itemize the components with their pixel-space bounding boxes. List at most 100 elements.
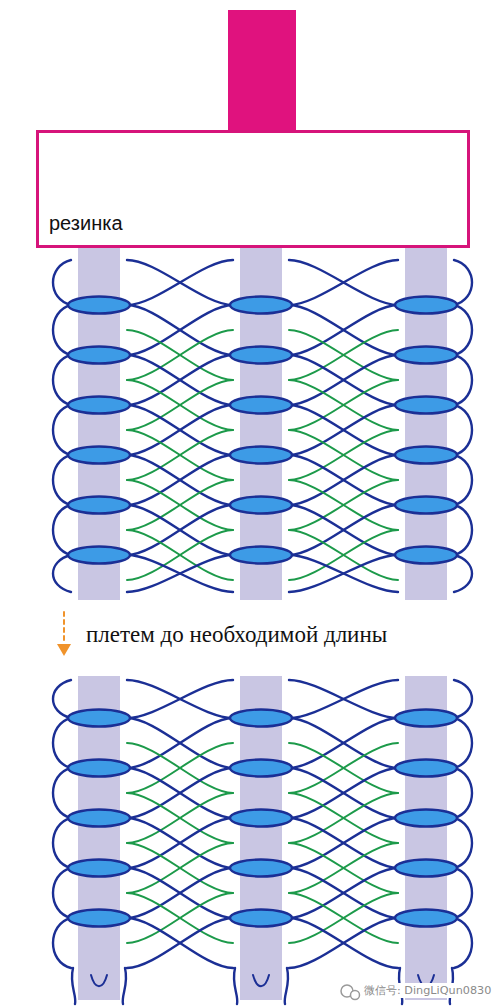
knot xyxy=(395,810,457,827)
knot xyxy=(395,710,457,727)
watermark: 微信号: DingLiQun0830 xyxy=(364,983,491,998)
green-strand xyxy=(289,380,398,430)
green-strand xyxy=(127,893,233,943)
edge-loop xyxy=(454,455,472,505)
knot xyxy=(395,347,457,364)
edge-loop xyxy=(53,555,71,592)
edge-loop xyxy=(53,355,71,405)
crossing-strand xyxy=(127,918,233,968)
crossing-strand xyxy=(289,768,398,818)
knot xyxy=(230,710,292,727)
green-strand xyxy=(289,743,398,793)
edge-loop xyxy=(454,555,472,592)
edge-loop xyxy=(53,818,71,868)
green-strand xyxy=(289,380,398,430)
crossing-strand xyxy=(127,680,233,718)
crossing-strand xyxy=(127,505,233,555)
crossing-strand xyxy=(127,305,233,355)
knot xyxy=(395,297,457,314)
green-strand xyxy=(289,843,398,893)
edge-loop xyxy=(454,260,472,305)
crossing-strand xyxy=(127,505,233,555)
crossing-strand xyxy=(127,455,233,505)
knot xyxy=(395,910,457,927)
green-strand xyxy=(289,893,398,943)
hanging-end xyxy=(234,968,237,1004)
crossing-strand xyxy=(127,718,233,768)
green-strand xyxy=(289,480,398,530)
hanging-end xyxy=(285,968,288,1004)
continue-arrow xyxy=(63,612,65,644)
knot xyxy=(230,860,292,877)
crossing-strand xyxy=(127,555,233,592)
knot xyxy=(68,447,130,464)
crossing-strand xyxy=(289,918,398,968)
green-strand xyxy=(127,793,233,843)
knot xyxy=(68,710,130,727)
node-label: резинка xyxy=(49,212,123,235)
knot xyxy=(68,347,130,364)
green-strand xyxy=(289,430,398,480)
green-strand xyxy=(127,430,233,480)
instruction-note: плетем до необходимой длины xyxy=(86,622,387,648)
crossing-strand xyxy=(127,718,233,768)
green-strand xyxy=(289,793,398,843)
crossing-strand xyxy=(289,305,398,355)
edge-loop xyxy=(53,718,71,768)
green-strand xyxy=(127,480,233,530)
edge-loop xyxy=(454,505,472,555)
edge-loop xyxy=(53,918,71,968)
green-strand xyxy=(127,743,233,793)
green-strand xyxy=(289,743,398,793)
crossing-strand xyxy=(289,818,398,868)
edge-loop xyxy=(53,305,71,355)
hanging-end xyxy=(123,968,126,1004)
crossing-strand xyxy=(289,918,398,968)
edge-loop xyxy=(454,868,472,918)
crossing-strand xyxy=(127,305,233,355)
green-strand xyxy=(289,793,398,843)
crossing-strand xyxy=(289,455,398,505)
crossing-strand xyxy=(127,818,233,868)
knot xyxy=(395,447,457,464)
green-strand xyxy=(127,430,233,480)
crossing-strand xyxy=(289,718,398,768)
crossing-strand xyxy=(289,455,398,505)
crossing-strand xyxy=(289,868,398,918)
knot xyxy=(68,297,130,314)
watermark-icon xyxy=(351,991,360,1000)
crossing-strand xyxy=(289,305,398,355)
edge-loop xyxy=(53,680,71,718)
knot xyxy=(395,397,457,414)
knot xyxy=(230,397,292,414)
knot xyxy=(395,760,457,777)
crossing-strand xyxy=(127,455,233,505)
edge-loop xyxy=(454,405,472,455)
rubber-band-box: резинка xyxy=(36,130,470,248)
edge-loop xyxy=(53,260,71,305)
crossing-strand xyxy=(127,868,233,918)
hanging-end xyxy=(72,968,75,1004)
crossing-strand xyxy=(127,355,233,405)
knot xyxy=(68,860,130,877)
knot xyxy=(230,910,292,927)
holder-bar xyxy=(228,10,296,132)
crossing-strand xyxy=(127,818,233,868)
crossing-strand xyxy=(289,260,398,305)
crossing-strand xyxy=(289,505,398,555)
knot xyxy=(395,497,457,514)
knot xyxy=(395,547,457,564)
knot xyxy=(230,810,292,827)
hanging-end xyxy=(91,975,107,986)
edge-loop xyxy=(454,305,472,355)
green-strand xyxy=(289,480,398,530)
crossing-strand xyxy=(289,680,398,718)
crossing-strand xyxy=(127,768,233,818)
knot xyxy=(230,760,292,777)
crossing-strand xyxy=(289,405,398,455)
knot xyxy=(395,860,457,877)
crossing-strand xyxy=(127,260,233,305)
crossing-strand xyxy=(127,918,233,968)
knot xyxy=(68,497,130,514)
hanging-end xyxy=(253,975,269,986)
